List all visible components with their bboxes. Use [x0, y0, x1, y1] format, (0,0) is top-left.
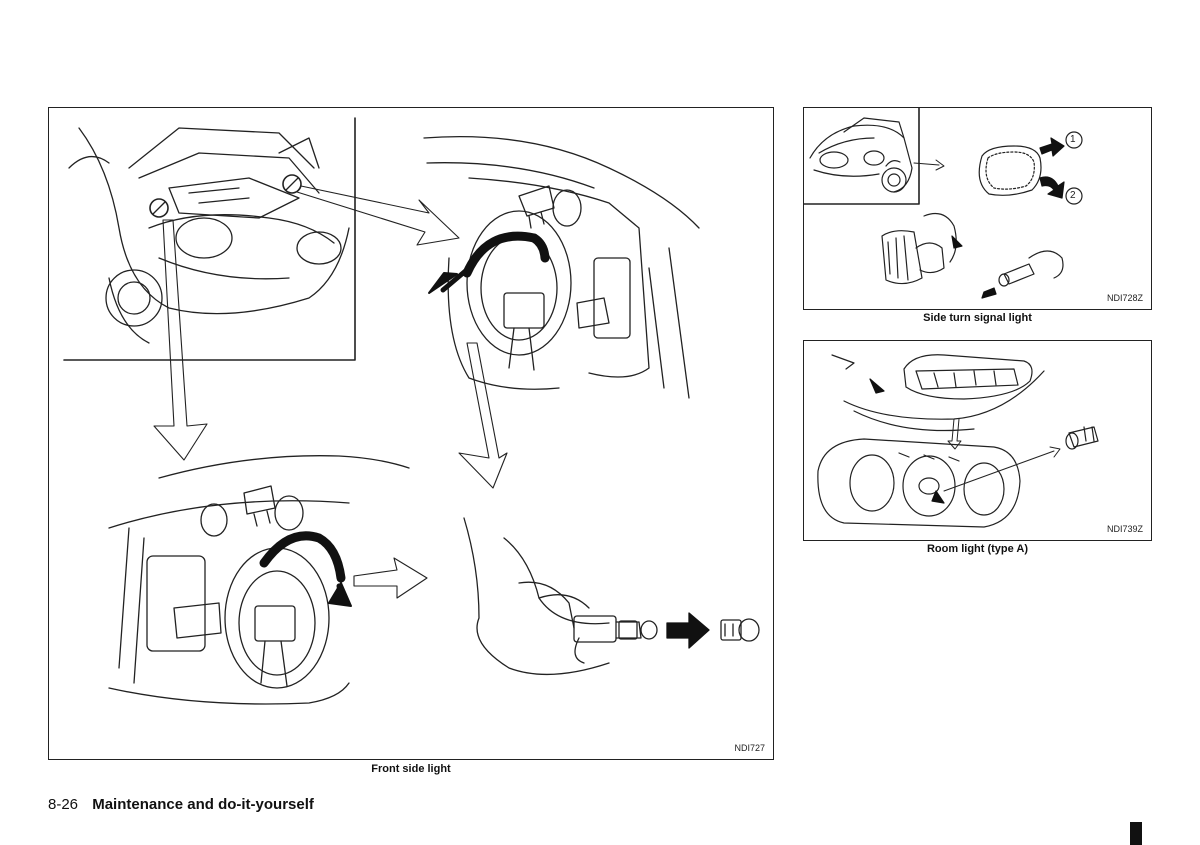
- front-side-light-illustration: [63, 117, 760, 705]
- figure-code: NDI727: [734, 743, 765, 753]
- figure-code: NDI739Z: [1106, 524, 1143, 534]
- callout-1: 1: [1070, 134, 1076, 145]
- side-lens-removal: [978, 131, 1083, 205]
- page-number: 8-26: [48, 796, 79, 813]
- figure-caption-front-side-light: Front side light: [371, 763, 451, 775]
- figure-caption-room-light: Room light (type A): [926, 543, 1029, 555]
- figure-caption-side-turn-signal: Side turn signal light: [923, 312, 1032, 324]
- hand-bulb-removal: [463, 517, 760, 676]
- lamp-housing-detail: [817, 426, 1099, 528]
- room-light-illustration: [817, 354, 1099, 528]
- ceiling-lamp-removal: [831, 354, 1045, 450]
- side-turn-signal-figure: 1 2 NDI728Z: [803, 107, 1152, 310]
- socket-and-bulb: [881, 213, 1064, 299]
- front-side-light-figure: NDI727: [48, 107, 774, 760]
- headlight-rear-step1: [423, 136, 700, 399]
- headlight-rear-step2: [108, 455, 410, 705]
- figure-code: NDI728Z: [1106, 293, 1143, 303]
- car-front-inset: [804, 108, 920, 205]
- side-turn-signal-illustration: [804, 108, 1083, 299]
- car-open-hood-inset: [63, 117, 356, 361]
- section-title: Maintenance and do-it-yourself: [92, 796, 314, 813]
- page-footer: 8-26 Maintenance and do-it-yourself: [48, 796, 314, 813]
- room-light-figure: NDI739Z: [803, 340, 1152, 541]
- chapter-thumb-tab: [1130, 822, 1142, 845]
- callout-2: 2: [1070, 190, 1076, 201]
